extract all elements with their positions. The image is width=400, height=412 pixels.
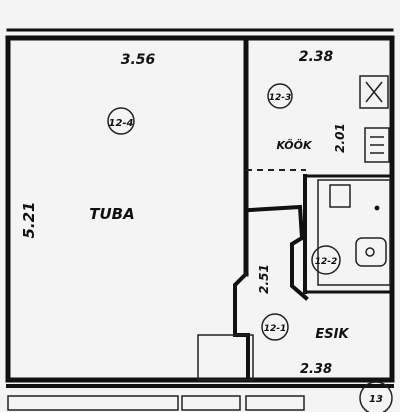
bath-fixture: [329, 184, 351, 208]
bath-angled-wall: [247, 204, 309, 301]
outer-wall: [5, 35, 395, 383]
hall-width: 2.38: [300, 362, 332, 377]
hall-code-circle: [261, 313, 289, 341]
hall-name: ESIK: [315, 327, 349, 342]
kitchen-name: KÖÖK: [276, 138, 313, 152]
kitchen-width: 2.38: [299, 49, 334, 65]
kitchen-code-circle: [267, 83, 293, 109]
stair-code: 13: [369, 394, 383, 405]
sink-cross: [365, 81, 383, 103]
lower-frame-left: [7, 395, 179, 411]
stove-lines: [370, 136, 384, 154]
wash-basin: [355, 237, 387, 267]
living-name: TUBA: [89, 205, 134, 223]
hall-cabinet: [197, 334, 254, 381]
stove: [364, 127, 390, 163]
bath-code: 12-2: [315, 257, 338, 267]
living-width: 3.56: [121, 52, 156, 68]
living-code-circle: [107, 107, 135, 135]
lower-frame-mid: [181, 395, 241, 411]
living-code: 12-4: [108, 118, 133, 129]
hall-height: 2.51: [257, 264, 271, 294]
stair-code-circle: [359, 381, 393, 412]
lower-frame-right: [245, 395, 305, 411]
bath-code-circle: [311, 245, 341, 275]
kitchen-code: 12-3: [269, 93, 292, 103]
bathroom-frame: [317, 179, 391, 286]
kitchen-sink: [359, 75, 389, 109]
kitchen-height: 2.01: [333, 123, 347, 153]
living-height: 5.21: [20, 201, 38, 238]
hall-code: 12-1: [264, 324, 287, 334]
floor-drain: [374, 205, 380, 211]
basin-drain: [365, 247, 375, 257]
